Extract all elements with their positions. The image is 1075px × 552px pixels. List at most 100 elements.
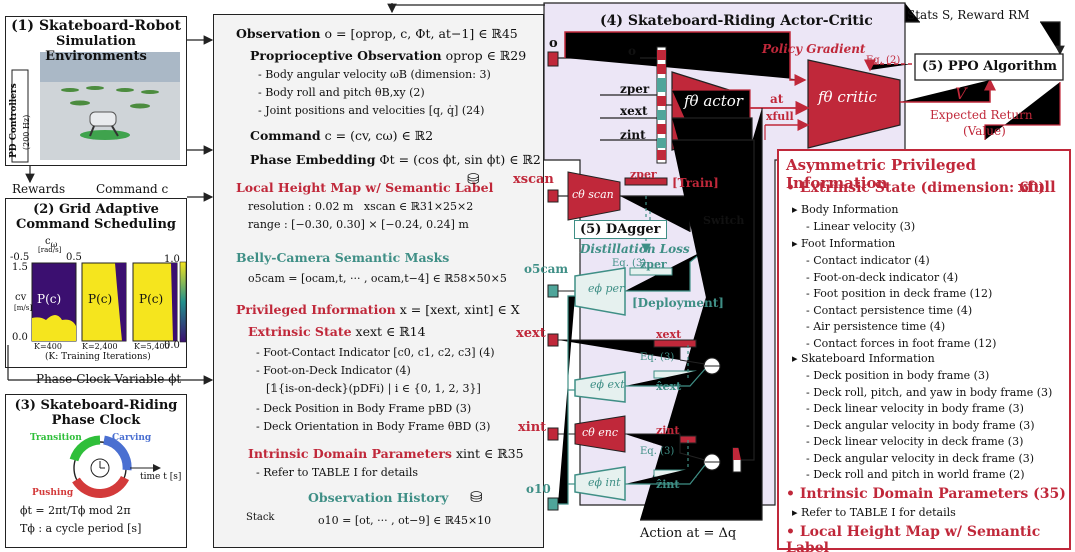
eq3-label-2: Eq. (3) — [640, 352, 675, 363]
phase-eq1: ϕt = 2πt/Tϕ mod 2π — [20, 504, 131, 517]
command-heading: Command — [250, 128, 321, 143]
ext-encoder — [574, 371, 626, 403]
int-encoder — [574, 466, 626, 501]
obs-eq: o = [oprop, c, Φt, at−1] ∈ ℝ45 — [324, 26, 518, 41]
intr-eq: xint ∈ ℝ35 — [455, 446, 524, 461]
asym-body-1: - Linear velocity (3) — [806, 220, 916, 233]
obs-heading: Observation — [236, 26, 321, 41]
ppo-box — [914, 53, 1064, 81]
panel2-title-2: Command Scheduling — [15, 217, 176, 232]
asym-foot-hdr-text: Foot Information — [801, 237, 896, 250]
phase-heading: Phase Embedding — [250, 152, 376, 167]
asym-ext-title-text: Extrinsic State (dimension: 60) — [799, 180, 1046, 196]
zhat-int-label: ẑint — [656, 478, 680, 491]
asym-skate-item-6: - Deck angular velocity in deck frame (3… — [806, 451, 1035, 465]
panel1-title-1: Skateboard-Robot — [38, 18, 181, 34]
asym-skate-item-2: - Deck roll, pitch, and yaw in body fram… — [806, 385, 1053, 399]
asym-foot-item-6: - Contact forces in foot frame (12) — [806, 336, 997, 350]
eq3-label-1: Eq. (3) — [612, 258, 647, 269]
intr-heading: Intrinsic Domain Parameters — [248, 446, 452, 461]
ext-item-4: - Deck Position in Body Frame pBD (3) — [256, 402, 472, 415]
panel-phase-clock: (3) Skateboard-Riding Phase Clock — [5, 394, 187, 548]
policy-gradient-label: Policy Gradient — [762, 42, 866, 56]
asym-title: Asymmetric Privileged Information — [786, 156, 977, 192]
priv-heading: Privileged Information — [236, 302, 396, 317]
colorbar-bottom: 0.0 — [164, 340, 180, 351]
asym-body-hdr-text: Body Information — [801, 203, 899, 216]
database-icon-1: ⛁ — [467, 170, 480, 188]
ac-xext: xext — [620, 104, 648, 118]
eint-label: eϕ int — [588, 476, 621, 489]
ext-eq: xext ∈ ℝ14 — [355, 324, 426, 339]
command-arrow-label: Command c — [96, 182, 169, 196]
stats-reward-label: Stats S, Reward RM — [907, 8, 1030, 22]
pd-label: PD Controllers — [9, 83, 19, 158]
ac-o-input: o — [549, 36, 558, 51]
asym-foot-hdr: ▸ Foot Information — [792, 237, 896, 250]
proprio-item-3: - Joint positions and velocities [q, q̇]… — [258, 104, 485, 117]
asym-body-hdr: ▸ Body Information — [792, 203, 899, 216]
panel1-title: (1) Skateboard-Robot — [6, 19, 186, 34]
xtick-right: 0.5 — [66, 252, 82, 263]
proprio-eq: oprop ∈ ℝ29 — [445, 48, 527, 63]
stack-label: Stack — [246, 512, 275, 523]
xfull-label: xfull — [766, 110, 794, 123]
asym-panel — [777, 149, 1071, 550]
asym-skate-item-7: - Deck roll and pitch in world frame (2) — [806, 468, 1025, 481]
intr-item: - Refer to TABLE I for details — [256, 466, 418, 479]
enc-encoder — [574, 415, 626, 453]
xscan-input: xscan — [513, 172, 554, 187]
ac-title: (4) Skateboard-Riding Actor-Critic — [600, 13, 873, 29]
dagger-box: (5) DAgger — [574, 220, 667, 239]
command-eq: c = (cv, cω) ∈ ℝ2 — [324, 128, 434, 143]
k-iter-1: K=400 — [34, 342, 62, 351]
eq3-label-3: Eq. (3) — [640, 446, 675, 457]
ppo-label[interactable]: (5) PPO Algorithm — [922, 59, 1058, 74]
proprio-item-1: - Body angular velocity ωB (dimension: 3… — [258, 68, 491, 81]
ytick-top: 1.5 — [12, 262, 28, 273]
phase-carving: Carving — [112, 433, 152, 443]
colorbar-top: 1.0 — [164, 254, 180, 265]
pc-label-2: P(c) — [88, 292, 113, 306]
panel1-title-2: Simulation Environments — [45, 34, 147, 64]
asym-intr-title: • Intrinsic Domain Parameters (35) — [786, 486, 1066, 502]
xext-bar-label: xext — [656, 328, 682, 341]
deployment-label: [Deployment] — [632, 296, 724, 310]
panel2-title-1: (2) Grid Adaptive — [33, 202, 159, 217]
action-output-label: Action at = Δq — [640, 526, 737, 541]
database-icon-2: ⛁ — [470, 488, 483, 506]
ac-zint: zint — [620, 128, 646, 142]
comega-unit: [rad/s] — [38, 246, 62, 254]
xint-input: xint — [518, 420, 547, 435]
asym-skate-hdr: ▸ Skateboard Information — [792, 352, 935, 365]
distill-loss-label: Distillation Loss — [580, 242, 690, 256]
o5cam-input: o5cam — [524, 262, 569, 276]
k-caption: (K: Training Iterations) — [45, 352, 151, 362]
priv-eq: x = [xext, xint] ∈ X — [399, 302, 520, 317]
value-symbol: V — [955, 84, 967, 103]
train-label: [Train] — [672, 176, 719, 190]
cscan-label: cθ scan — [572, 188, 614, 201]
ac-zper: zper — [620, 82, 650, 96]
ext-heading: Extrinsic State — [248, 324, 352, 339]
belly-heading: Belly-Camera Semantic Masks — [236, 250, 450, 265]
asym-intr-1: ▸ Refer to TABLE I for details — [792, 506, 956, 519]
actor-label: fθ actor — [684, 92, 743, 110]
height-eq: xscan ∈ ℝ31×25×2 — [363, 200, 474, 213]
action-label: at — [770, 92, 784, 106]
panel3-title-1: (3) Skateboard-Riding — [14, 398, 178, 413]
asym-skate-item-4: - Deck angular velocity in body frame (3… — [806, 418, 1035, 432]
o10-input: o10 — [526, 482, 551, 496]
xtick-left: -0.5 — [10, 252, 30, 263]
comega-c: c — [45, 236, 51, 247]
ytick-bottom: 0.0 — [12, 332, 28, 343]
phase-eq2: Tϕ : a cycle period [s] — [20, 522, 142, 535]
eext-label: eϕ ext — [590, 378, 625, 391]
cv-unit: [m/s] — [14, 304, 33, 312]
ext-item-2: - Foot-on-Deck Indicator (4) — [256, 364, 411, 377]
asym-height-title-text: Local Height Map w/ Semantic Label — [786, 524, 1041, 552]
zper-train-label: zper — [630, 168, 657, 181]
zint-bar-label: zint — [656, 424, 680, 437]
pd-rate: (200 Hz) — [22, 114, 31, 150]
